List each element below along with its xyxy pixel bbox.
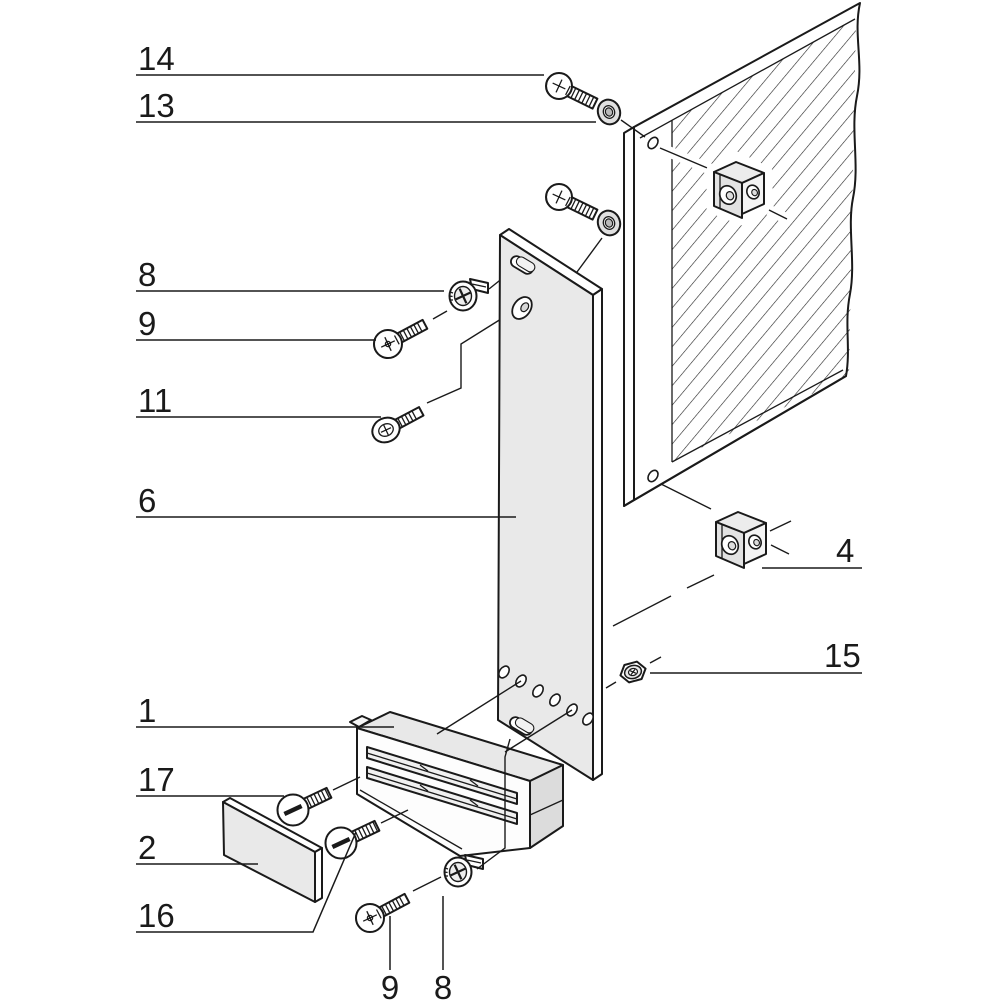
board-hole-bottom: [647, 469, 659, 483]
washer-13-lower: [593, 206, 625, 240]
clamp-block-top: [712, 157, 767, 220]
callout-label-8-bottom: 8: [434, 969, 452, 1000]
callout-label-17: 17: [138, 761, 175, 798]
clamp-block-4-group: [612, 483, 792, 627]
callout-label-11: 11: [138, 382, 172, 419]
screw-17: [277, 788, 331, 826]
label-plate: [222, 797, 323, 903]
callout-label-9-top: 9: [138, 305, 156, 342]
panel-right-edge: [592, 288, 603, 781]
callout-label-1: 1: [138, 692, 156, 729]
collar-nut-8-top: [448, 277, 490, 312]
screw-11: [367, 406, 425, 448]
callout-label-6: 6: [138, 482, 156, 519]
collar-nut-8-bottom: [443, 853, 485, 888]
callout-label-2: 2: [138, 829, 156, 866]
handle-groove-lower: [366, 766, 518, 825]
clamp-block-4: [714, 507, 769, 570]
callout-label-16: 16: [138, 897, 175, 934]
screw-14-upper: [545, 72, 599, 110]
callout-label-9-bottom: 9: [381, 969, 399, 1000]
callout-label-14: 14: [138, 40, 175, 77]
board-left-edge: [623, 126, 635, 507]
label-plate-face: [222, 801, 316, 903]
front-panel: [497, 228, 603, 781]
callout-label-8-top: 8: [138, 256, 156, 293]
screw-14-lower: [545, 183, 599, 221]
callouts: 14 13 8 9 11 6 1 17 2 16 4 15 9 8: [136, 40, 862, 1000]
handle: [349, 711, 564, 857]
assembly-axis-lines-bottom: [332, 680, 573, 892]
panel-face: [497, 234, 594, 781]
screw-9-top: [372, 318, 429, 359]
callout-label-4: 4: [836, 532, 854, 569]
callout-label-13: 13: [138, 87, 175, 124]
handle-groove-upper: [366, 746, 518, 805]
callout-label-15: 15: [824, 637, 861, 674]
board-hole-top: [647, 136, 659, 150]
washer-13-upper: [593, 95, 625, 129]
hex-nut-15: [605, 656, 662, 689]
pcb-board: [623, 2, 861, 507]
screw-9-bottom: [354, 892, 411, 933]
panel-countersunk-hole: [511, 296, 533, 320]
